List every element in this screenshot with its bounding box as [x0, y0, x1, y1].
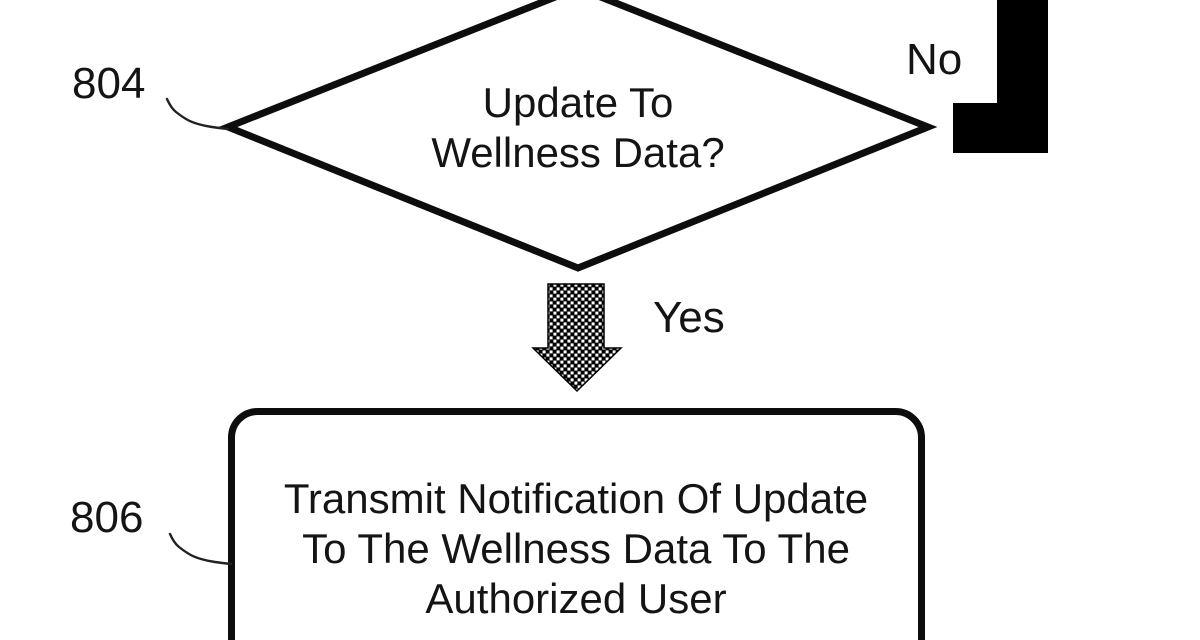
decision-label: Update To Wellness Data?: [328, 78, 828, 178]
yes-branch-label: Yes: [653, 293, 725, 342]
no-elbow-connector: [953, 0, 1048, 153]
process-label-line3: Authorized User: [425, 575, 727, 622]
decision-label-line1: Update To: [482, 79, 674, 126]
ref-804-lead-line: [165, 97, 230, 131]
yes-arrow: [531, 283, 623, 393]
decision-label-line2: Wellness Data?: [431, 129, 725, 176]
ref-806-label: 806: [70, 493, 144, 542]
ref-804-label: 804: [72, 59, 146, 108]
process-label: Transmit Notification Of Update To The W…: [236, 474, 916, 624]
no-branch-label: No: [906, 35, 963, 84]
decision-diamond: [218, 0, 938, 272]
ref-806-lead-line: [168, 532, 233, 566]
process-label-line2: To The Wellness Data To The: [302, 525, 850, 572]
process-label-line1: Transmit Notification Of Update: [283, 475, 869, 522]
process-box: [228, 408, 925, 640]
